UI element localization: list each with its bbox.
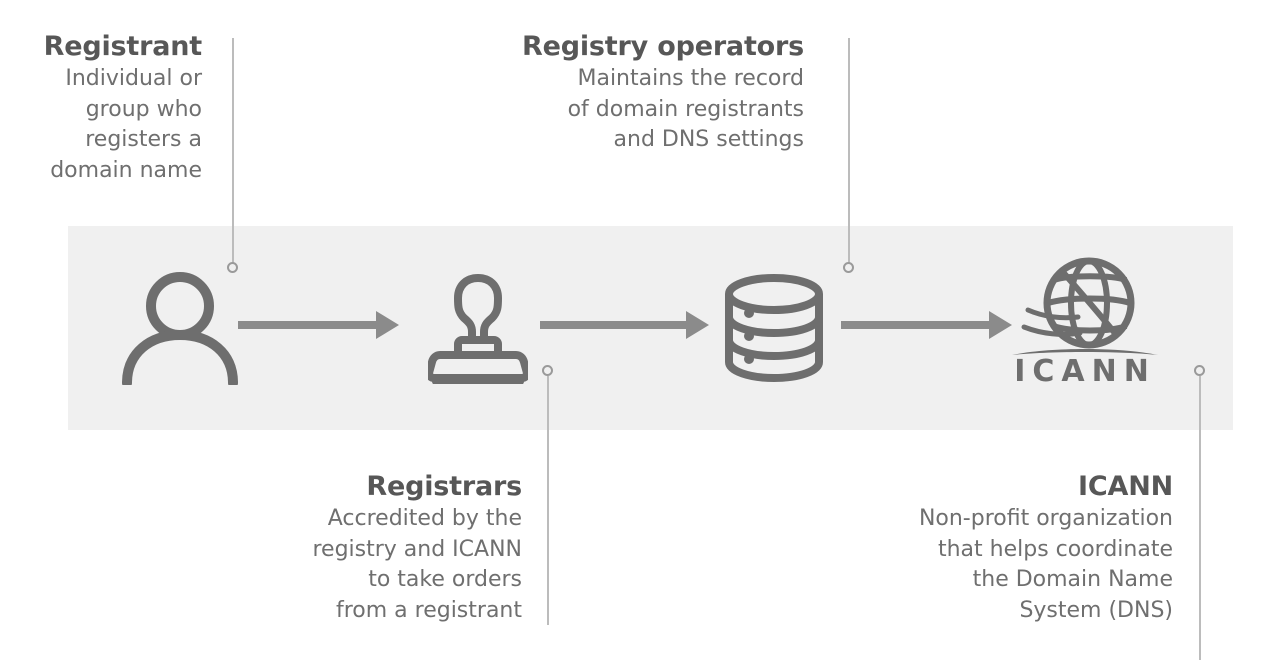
- callout-title-registrant: Registrant: [43, 31, 203, 62]
- desc-line: the Domain Name: [972, 567, 1173, 592]
- callout-title-registrars: Registrars: [366, 471, 522, 502]
- callout-registrars: Registrars Accredited by the registry an…: [230, 470, 522, 626]
- desc-line: Accredited by the: [327, 506, 522, 531]
- desc-line: of domain registrants: [567, 96, 804, 122]
- connector-dot-icann: [1194, 365, 1205, 376]
- desc-line: Non-profit organization: [918, 506, 1173, 531]
- connector-line-registrars: [547, 376, 549, 625]
- callout-icann: ICANN Non-profit organization that helps…: [850, 470, 1173, 626]
- connector-line-registry-operators: [848, 38, 850, 264]
- desc-line: from a registrant: [335, 597, 522, 623]
- callout-title-registry-operators: Registry operators: [522, 31, 804, 62]
- connector-line-registrant: [232, 38, 234, 264]
- desc-line: that helps coordinate: [937, 536, 1173, 562]
- callout-registrant: Registrant Individual or group who regis…: [0, 30, 203, 186]
- arrow-registrars-to-registry: [540, 311, 709, 339]
- person-icon: [122, 272, 238, 385]
- callout-desc-icann: Non-profit organization that helps coord…: [850, 504, 1173, 626]
- desc-line: System (DNS): [1019, 597, 1173, 623]
- desc-line: to take orders: [368, 567, 522, 592]
- desc-line: registry and ICANN: [312, 536, 522, 562]
- desc-line: Individual or: [65, 66, 202, 91]
- icann-globe-logo: ICANN: [1012, 257, 1158, 383]
- desc-line: domain name: [50, 157, 202, 183]
- callout-desc-registry-operators: Maintains the record of domain registran…: [480, 64, 804, 156]
- connector-dot-registrars: [542, 365, 553, 376]
- stamp-icon: [428, 274, 528, 384]
- callout-desc-registrant: Individual or group who registers a doma…: [0, 64, 202, 186]
- callout-desc-registrars: Accredited by the registry and ICANN to …: [230, 504, 522, 626]
- connector-dot-registry-operators: [843, 262, 854, 273]
- callout-title-icann: ICANN: [1078, 471, 1173, 502]
- desc-line: registers a: [85, 127, 202, 152]
- connector-line-icann: [1199, 376, 1201, 660]
- callout-registry-operators: Registry operators Maintains the record …: [480, 30, 804, 156]
- desc-line: and DNS settings: [613, 127, 804, 152]
- arrow-registrant-to-registrars: [238, 311, 399, 339]
- icann-wordmark: ICANN: [1014, 354, 1156, 383]
- desc-line: Maintains the record: [577, 66, 804, 91]
- desc-line: group who: [85, 96, 202, 122]
- arrow-registry-to-icann: [841, 311, 1012, 339]
- connector-dot-registrant: [227, 262, 238, 273]
- database-icon: [725, 274, 823, 383]
